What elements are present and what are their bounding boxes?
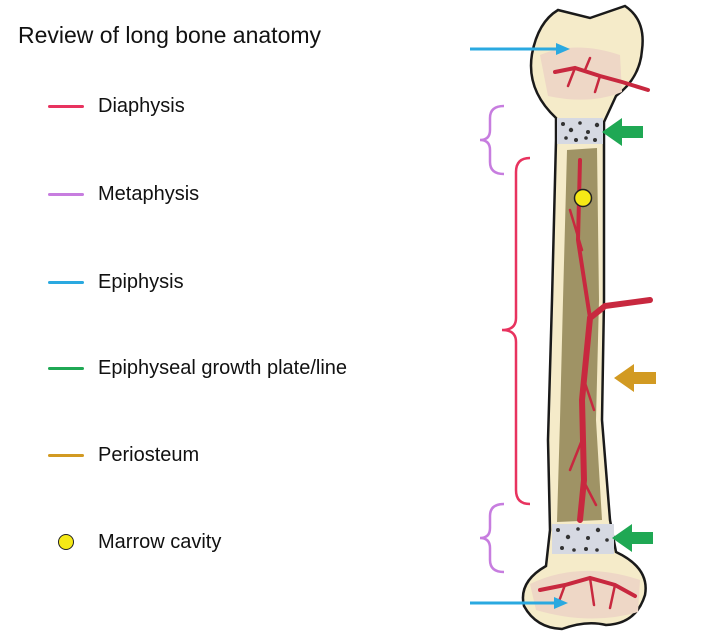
legend-label: Diaphysis	[98, 94, 185, 117]
marrow-dot-icon	[58, 534, 74, 550]
diaphysis-bracket	[501, 156, 531, 506]
legend-label: Epiphyseal growth plate/line	[98, 356, 348, 379]
growth-plate-swatch	[48, 366, 84, 370]
spongy-bone-top	[540, 47, 622, 100]
page-title: Review of long bone anatomy	[18, 22, 322, 48]
epiphysis-swatch	[48, 280, 84, 284]
growth-plate-dots-top	[561, 121, 600, 142]
metaphysis-bracket-top	[479, 104, 505, 176]
legend-label: Periosteum	[98, 443, 200, 466]
growth-plate-dots-bottom	[556, 527, 609, 552]
growth-plate-arrow-bottom	[612, 524, 653, 552]
legend-label: Epiphysis	[98, 270, 184, 293]
legend-label: Marrow cavity	[98, 530, 222, 553]
metaphysis-swatch	[48, 192, 84, 196]
legend-label: Metaphysis	[98, 182, 200, 205]
legend-item-growth-plate: Epiphyseal growth plate/line	[48, 355, 347, 381]
legend-item-periosteum: Periosteum	[48, 442, 199, 468]
epiphysis-arrowhead-bottom	[554, 597, 568, 609]
marrow-cavity-marker	[573, 188, 593, 208]
legend-item-marrow-cavity: Marrow cavity	[48, 529, 221, 555]
epiphysis-arrowhead-top	[556, 43, 570, 55]
marrow-cavity-region	[557, 148, 602, 522]
legend-item-metaphysis: Metaphysis	[48, 181, 199, 207]
growth-plate-arrow-top	[602, 118, 643, 146]
diaphysis-swatch	[48, 104, 84, 108]
legend-item-epiphysis: Epiphysis	[48, 269, 184, 295]
legend-item-diaphysis: Diaphysis	[48, 93, 185, 119]
blood-vessels	[538, 56, 653, 610]
periosteum-swatch	[48, 453, 84, 457]
periosteum-arrow	[614, 364, 656, 392]
metaphysis-bracket-bottom	[479, 502, 505, 574]
